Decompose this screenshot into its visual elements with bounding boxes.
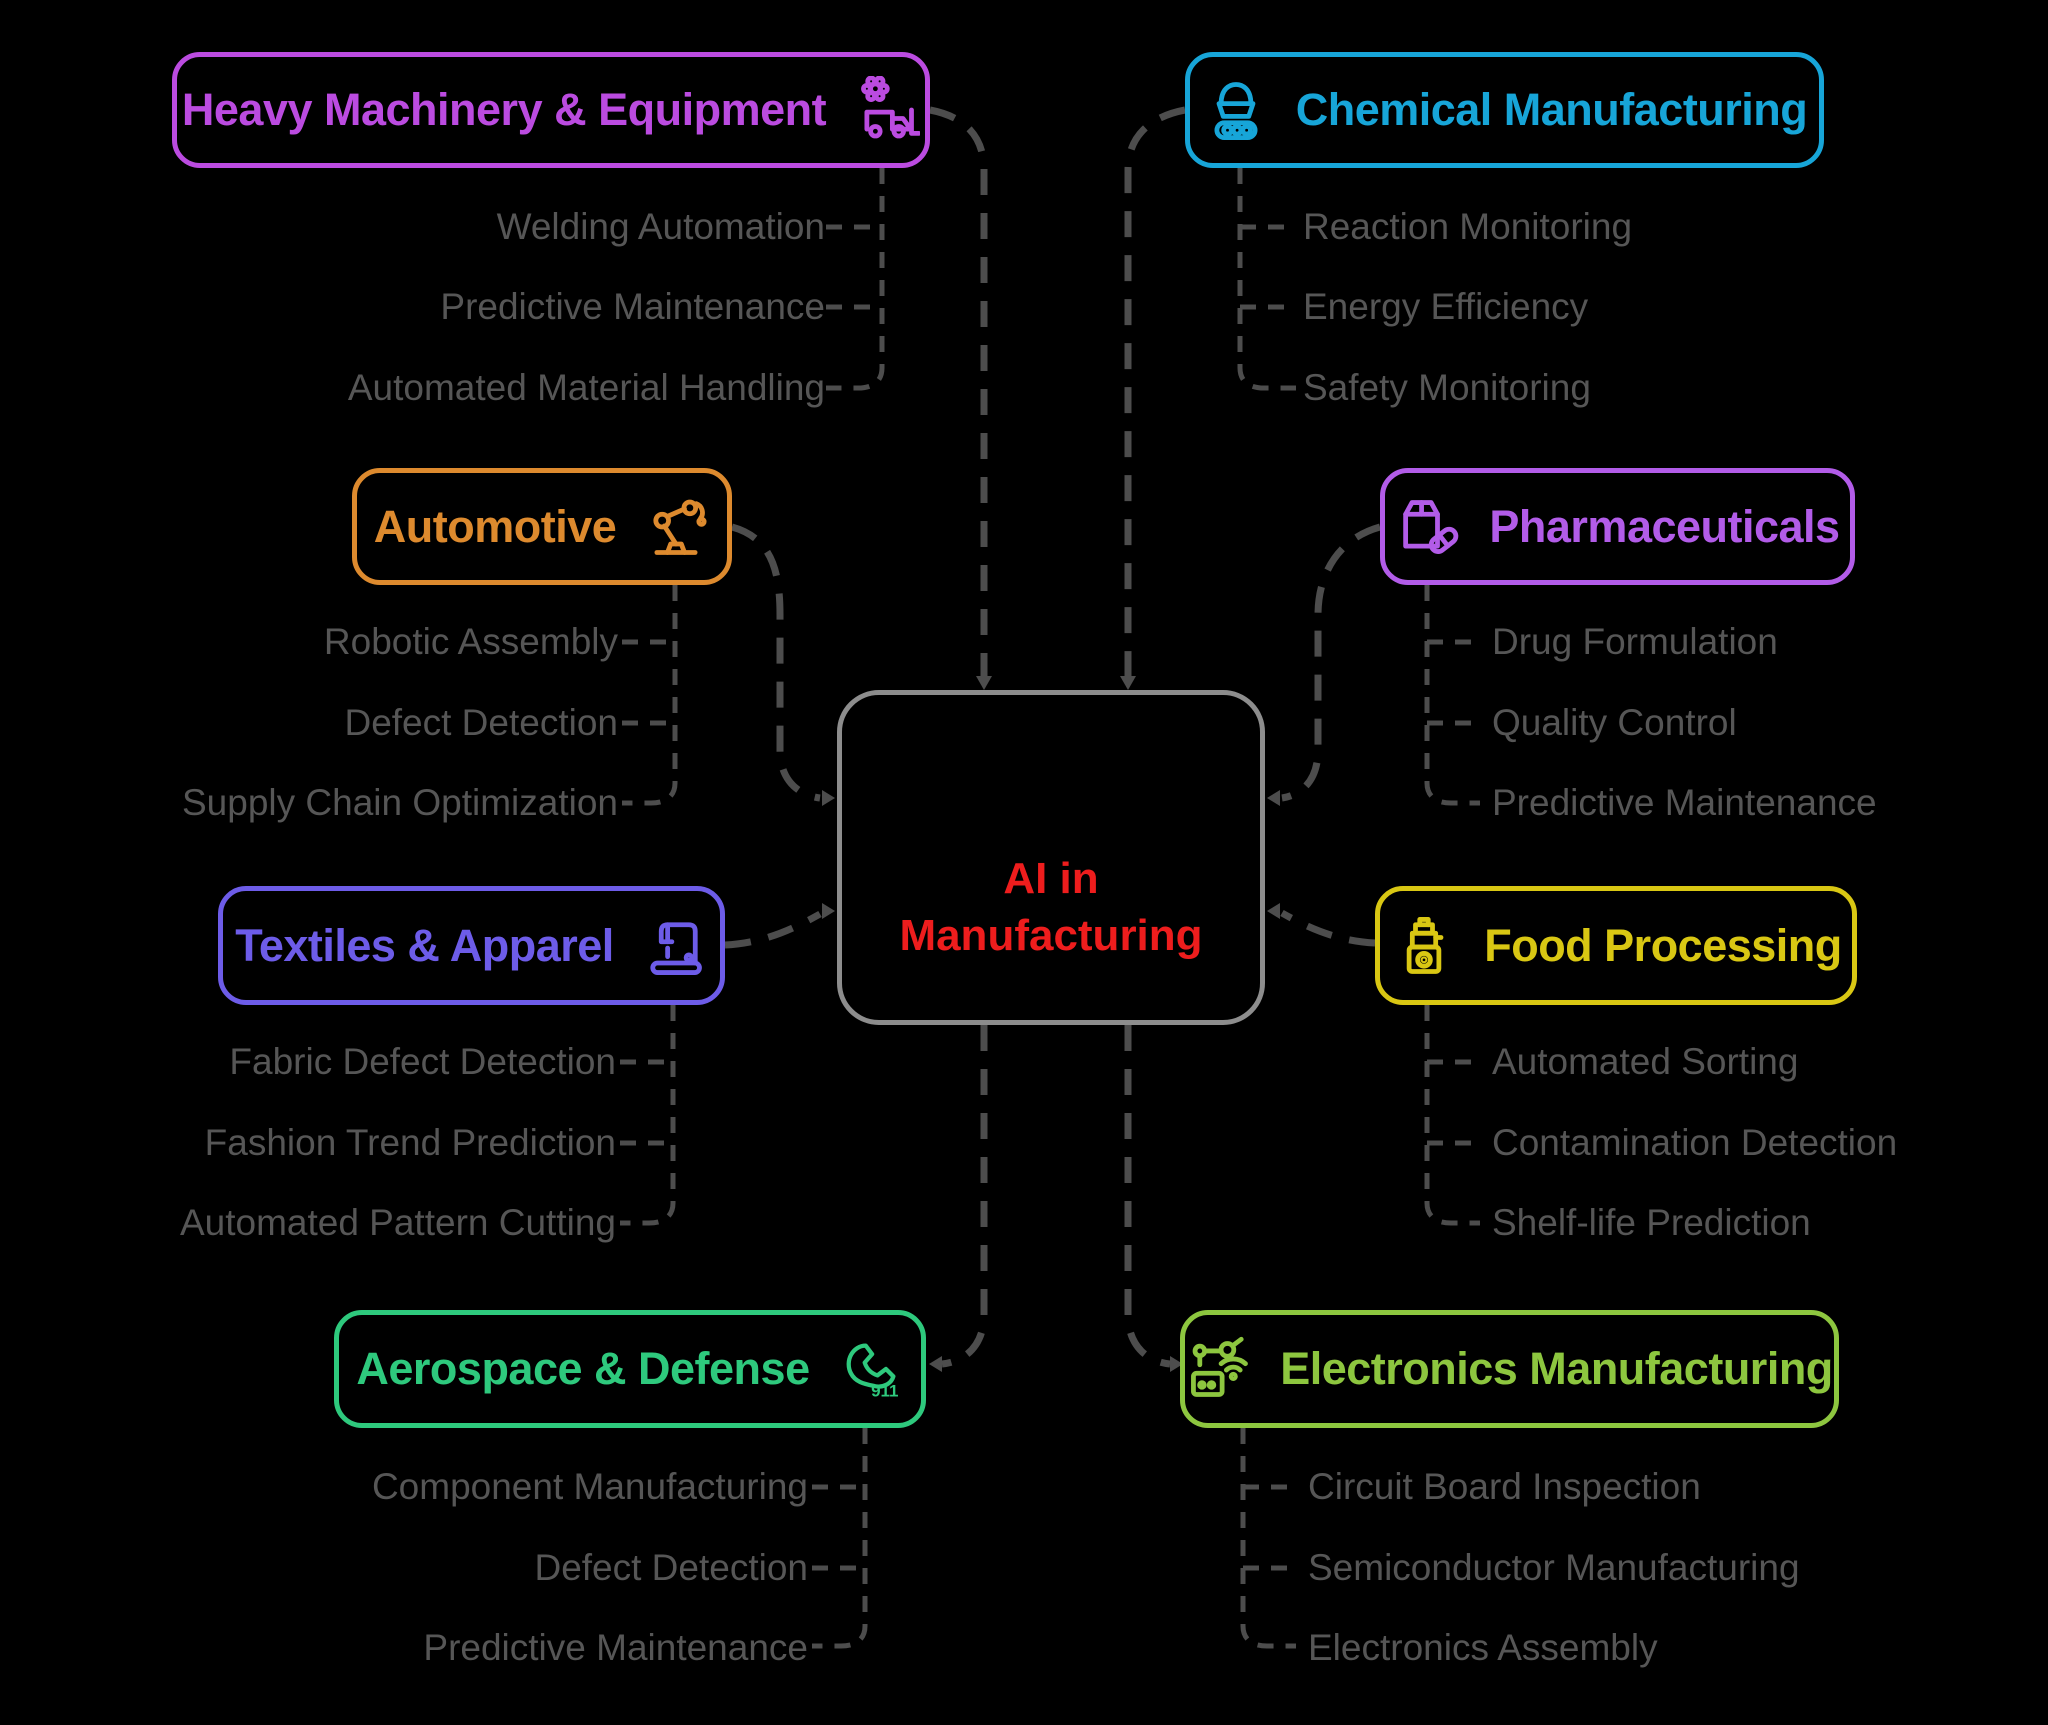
sub-item: Shelf-life Prediction xyxy=(1492,1202,1811,1243)
sub-item: Robotic Assembly xyxy=(323,621,618,662)
sub-item: Fashion Trend Prediction xyxy=(204,1122,616,1163)
sub-item: Circuit Board Inspection xyxy=(1308,1466,1701,1507)
sub-item: Quality Control xyxy=(1492,702,1737,743)
branch-node-textiles-apparel: Textiles & Apparel xyxy=(218,886,725,1005)
branch-node-automotive: Automotive xyxy=(352,468,732,585)
arrowhead xyxy=(929,1356,942,1372)
arrowhead xyxy=(1120,676,1136,690)
branch-node-pharmaceuticals: Pharmaceuticals xyxy=(1380,468,1855,585)
branch-node-aerospace-defense: Aerospace & Defense 911 xyxy=(334,1310,926,1428)
arrowhead xyxy=(976,676,992,690)
branch-node-heavy-machinery: Heavy Machinery & Equipment xyxy=(172,52,930,168)
sub-item: Fabric Defect Detection xyxy=(229,1041,616,1082)
connector-aerospace xyxy=(941,1025,988,1368)
medicine-box-pill-icon xyxy=(1395,493,1463,561)
sub-item: Electronics Assembly xyxy=(1308,1627,1658,1668)
branch-label: Electronics Manufacturing xyxy=(1280,1343,1833,1394)
sewing-machine-icon xyxy=(640,912,708,980)
sub-item: Automated Sorting xyxy=(1492,1041,1799,1082)
industrial-mixer-icon xyxy=(1202,76,1270,144)
gear-forklift-icon xyxy=(852,76,921,144)
branch-node-electronics-manufacturing: Electronics Manufacturing xyxy=(1180,1310,1839,1428)
branch-label: Food Processing xyxy=(1484,919,1842,971)
branch-label: Textiles & Apparel xyxy=(235,919,614,971)
sub-item: Semiconductor Manufacturing xyxy=(1308,1547,1800,1588)
sub-item: Supply Chain Optimization xyxy=(182,782,618,823)
branch-label: Chemical Manufacturing xyxy=(1295,84,1808,135)
branch-label: Automotive xyxy=(373,500,617,552)
branch-node-chemical-manufacturing: Chemical Manufacturing xyxy=(1185,52,1824,168)
sub-item: Drug Formulation xyxy=(1492,621,1778,662)
center-node: AI in Manufacturing xyxy=(837,690,1265,1025)
sub-item: Predictive Maintenance xyxy=(1492,782,1877,823)
arrowhead xyxy=(822,790,835,806)
circuit-robot-wifi-icon xyxy=(1186,1335,1254,1403)
svg-text:911: 911 xyxy=(871,1382,898,1401)
sub-item: Defect Detection xyxy=(534,1547,808,1588)
connector-textiles xyxy=(724,910,822,949)
sub-item: Predictive Maintenance xyxy=(440,286,825,327)
arrowhead xyxy=(822,903,835,919)
arrowhead xyxy=(1267,903,1280,919)
sub-item: Predictive Maintenance xyxy=(423,1627,808,1668)
emergency-phone-911-icon: 911 xyxy=(836,1335,904,1403)
sub-item: Safety Monitoring xyxy=(1303,367,1591,408)
arrowhead xyxy=(1170,1356,1183,1372)
connector-automotive xyxy=(730,523,821,802)
sub-item: Automated Material Handling xyxy=(347,367,825,408)
branch-label: Aerospace & Defense xyxy=(356,1343,810,1394)
connector-food-processing xyxy=(1280,909,1376,947)
connector-electronics xyxy=(1124,1025,1171,1368)
sub-item: Defect Detection xyxy=(344,702,618,743)
connector-heavy-machinery xyxy=(929,106,988,676)
connector-pharmaceuticals xyxy=(1281,523,1381,802)
food-processor-icon xyxy=(1390,912,1458,980)
sub-item: Reaction Monitoring xyxy=(1303,206,1633,247)
connector-chemical xyxy=(1124,106,1186,676)
center-title: AI in Manufacturing xyxy=(899,854,1203,960)
sub-item: Component Manufacturing xyxy=(371,1466,808,1507)
branch-label: Pharmaceuticals xyxy=(1489,500,1840,552)
robotic-arm-icon xyxy=(642,493,710,561)
branch-label: Heavy Machinery & Equipment xyxy=(181,84,827,135)
sub-item: Automated Pattern Cutting xyxy=(179,1202,616,1243)
sub-item: Contamination Detection xyxy=(1492,1122,1898,1163)
sub-item: Welding Automation xyxy=(496,206,825,247)
arrowhead xyxy=(1267,790,1280,806)
sub-item: Energy Efficiency xyxy=(1303,286,1589,327)
branch-node-food-processing: Food Processing xyxy=(1375,886,1857,1005)
